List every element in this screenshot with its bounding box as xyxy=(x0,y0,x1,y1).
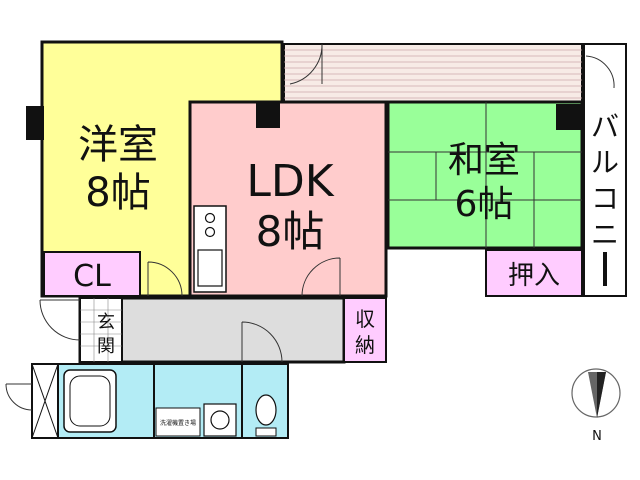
pillar xyxy=(256,102,280,128)
storage xyxy=(343,297,387,363)
ldk-door-swing xyxy=(301,257,341,297)
entrance-label-1: 玄 xyxy=(97,312,115,333)
toilet-tank xyxy=(255,427,277,437)
balcony-char: バ xyxy=(591,110,619,143)
japanese-room xyxy=(386,100,584,250)
kitchen-counter xyxy=(193,205,227,293)
closet-door-swing xyxy=(147,261,183,297)
corridor xyxy=(78,296,346,364)
bathtub xyxy=(63,369,117,433)
ldk-room-size: 8帖 xyxy=(256,207,325,256)
japanese-room-size: 6帖 xyxy=(455,184,514,225)
entrance-door-swing xyxy=(39,299,81,341)
compass-label: N xyxy=(592,429,602,444)
storage-label-1: 収 xyxy=(355,307,375,331)
western-room-size: 8帖 xyxy=(85,170,150,216)
balcony-long-mark xyxy=(603,252,607,286)
ldk-room-name: LDK xyxy=(246,156,334,207)
stove-burner xyxy=(204,226,216,238)
toilet-bowl xyxy=(255,394,277,426)
oshiire xyxy=(485,249,583,297)
balcony-deck xyxy=(283,43,583,103)
balcony-char: コ xyxy=(591,182,619,215)
pillar xyxy=(556,104,582,130)
entrance-tile xyxy=(80,298,122,362)
tatami-lines xyxy=(388,102,582,248)
wash-basin xyxy=(203,403,237,437)
japanese-room-name: 和室 xyxy=(448,140,520,181)
compass: N xyxy=(571,368,621,444)
western-room-name: 洋室 xyxy=(78,122,158,168)
entrance xyxy=(79,297,123,363)
stove-burner xyxy=(204,212,216,224)
balcony-char: ル xyxy=(591,146,619,179)
balcony-deck-lines xyxy=(284,49,582,99)
pillar xyxy=(26,106,44,140)
balcony-char: ニ xyxy=(591,218,619,251)
washer-label: 洗濯機置き場 xyxy=(160,419,196,427)
oshiire-label: 押入 xyxy=(508,261,560,291)
entrance-label-2: 関 xyxy=(97,336,115,357)
closet xyxy=(43,251,141,297)
storage-label-2: 納 xyxy=(355,333,375,357)
corridor-door-swing xyxy=(241,321,283,363)
washer-space xyxy=(155,407,201,437)
kitchen-sink xyxy=(197,249,223,287)
closet-label: CL xyxy=(73,259,111,294)
